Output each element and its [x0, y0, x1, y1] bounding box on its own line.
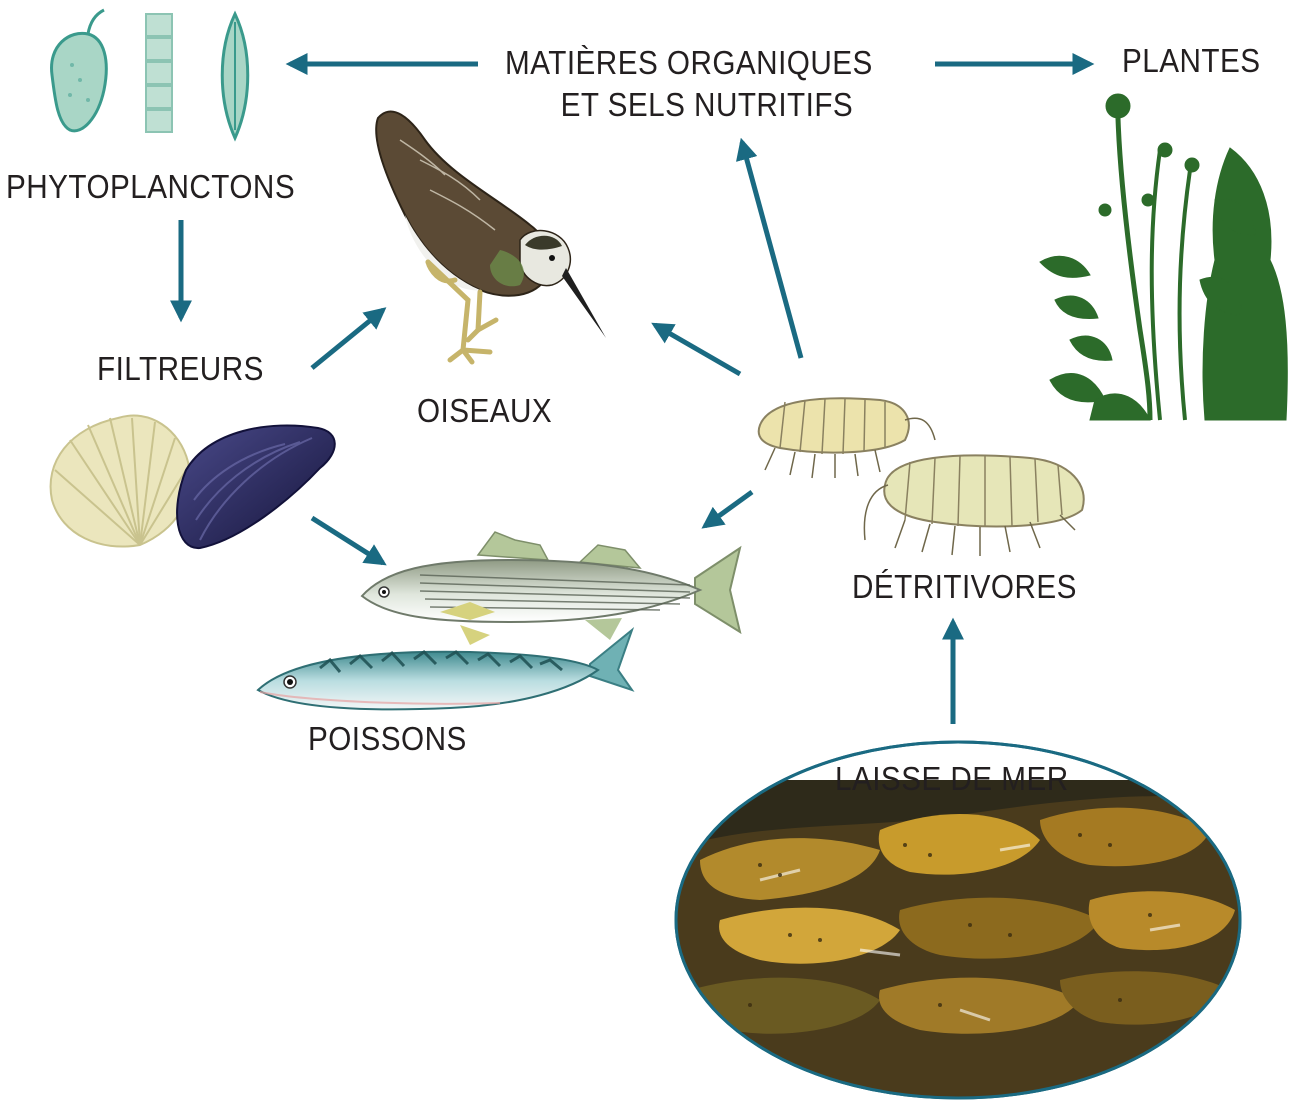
edge-filter-feeders-to-fish	[312, 518, 383, 563]
node-nutrients-label: MATIÈRES ORGANIQUES ET SELS NUTRITIFS	[505, 42, 873, 126]
striped-bass	[362, 532, 740, 645]
node-fish-label: POISSONS	[308, 720, 467, 758]
edge-detritivores-to-birds	[655, 325, 740, 374]
node-filter-feeders-label: FILTREURS	[97, 350, 264, 388]
diatom-icon	[52, 10, 248, 138]
node-detritivores-label: DÉTRITIVORES	[852, 568, 1077, 606]
edge-detritivores-to-nutrients	[742, 142, 801, 358]
amphipod-2	[864, 455, 1083, 556]
node-plants-label: PLANTES	[1122, 42, 1261, 80]
bird-icon	[376, 112, 606, 362]
node-nutrients-line2: ET SELS NUTRITIFS	[505, 84, 873, 126]
mackerel	[258, 630, 632, 709]
node-phytoplankton-label: PHYTOPLANCTONS	[6, 168, 295, 206]
edges	[181, 64, 1090, 724]
shell-icon	[51, 416, 190, 547]
edge-filter-feeders-to-birds	[312, 310, 383, 368]
node-wrack-label: LAISSE DE MER	[835, 760, 1069, 798]
edge-detritivores-to-fish	[705, 492, 752, 526]
mussel-icon	[177, 425, 335, 548]
node-birds-label: OISEAUX	[417, 392, 552, 430]
node-nutrients-line1: MATIÈRES ORGANIQUES	[505, 42, 873, 84]
plant-silhouette-icon	[1040, 94, 1287, 420]
fish-icon	[258, 532, 740, 709]
amphipod-icon	[759, 398, 1084, 556]
